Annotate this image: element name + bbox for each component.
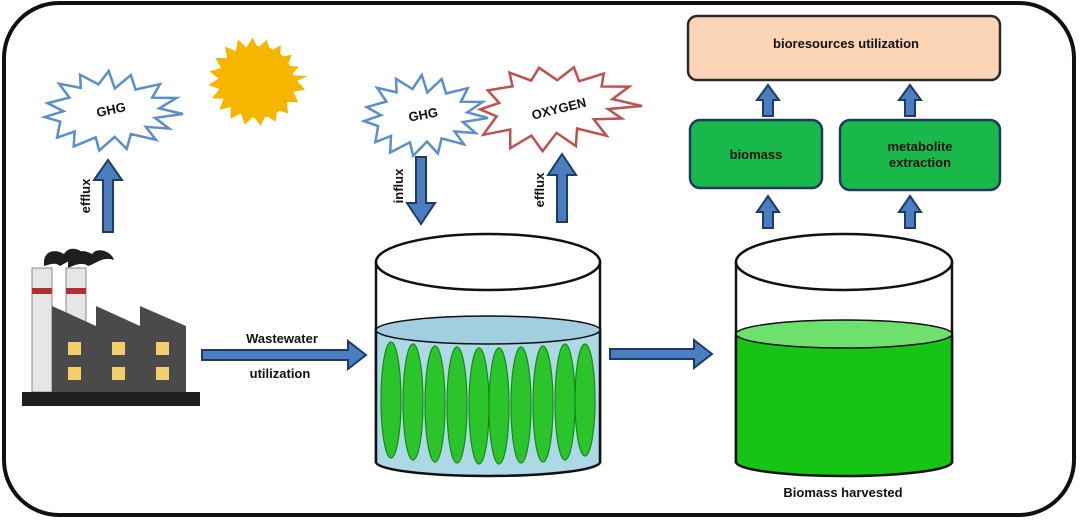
harvest-tank <box>734 232 954 478</box>
wastewater-arrow <box>201 338 368 372</box>
wastewater-label: Wastewater <box>246 331 318 346</box>
oxygen-cloud: OXYGEN <box>476 65 643 154</box>
bioresources-box: bioresources utilization <box>686 14 1002 82</box>
metabolite-box: metabolite extraction <box>838 118 1002 192</box>
biomass-to-bioresources-arrow <box>755 83 781 117</box>
biomass-label: biomass <box>730 147 783 162</box>
utilization-label: utilization <box>250 366 311 381</box>
efflux-left-arrow <box>92 158 124 233</box>
ghg-left-label: GHG <box>95 99 127 120</box>
efflux-left-label: efflux <box>78 178 93 213</box>
ghg-center-cloud: GHG <box>360 72 489 159</box>
metabolite-label-line2: extraction <box>889 155 951 170</box>
metabolite-label-line1: metabolite <box>887 139 952 154</box>
biomass-harvested-label: Biomass harvested <box>783 485 902 500</box>
ghg-left-cloud: GHG <box>40 68 184 153</box>
sun-icon <box>208 37 308 126</box>
tank-to-metabolite-arrow <box>897 194 923 229</box>
efflux-right-arrow <box>546 152 578 223</box>
tank-to-biomass-arrow <box>755 194 781 229</box>
metabolite-to-bioresources-arrow <box>897 83 923 117</box>
algae-cells <box>380 341 596 465</box>
factory-icon <box>22 248 200 406</box>
bioresources-label: bioresources utilization <box>773 36 919 51</box>
bioreactor-tank <box>374 232 602 478</box>
influx-arrow <box>405 156 437 226</box>
harvest-arrow <box>609 337 714 371</box>
biomass-box: biomass <box>688 118 824 190</box>
influx-label: influx <box>391 168 406 203</box>
efflux-right-label: efflux <box>532 172 547 207</box>
ghg-center-label: GHG <box>407 105 439 125</box>
